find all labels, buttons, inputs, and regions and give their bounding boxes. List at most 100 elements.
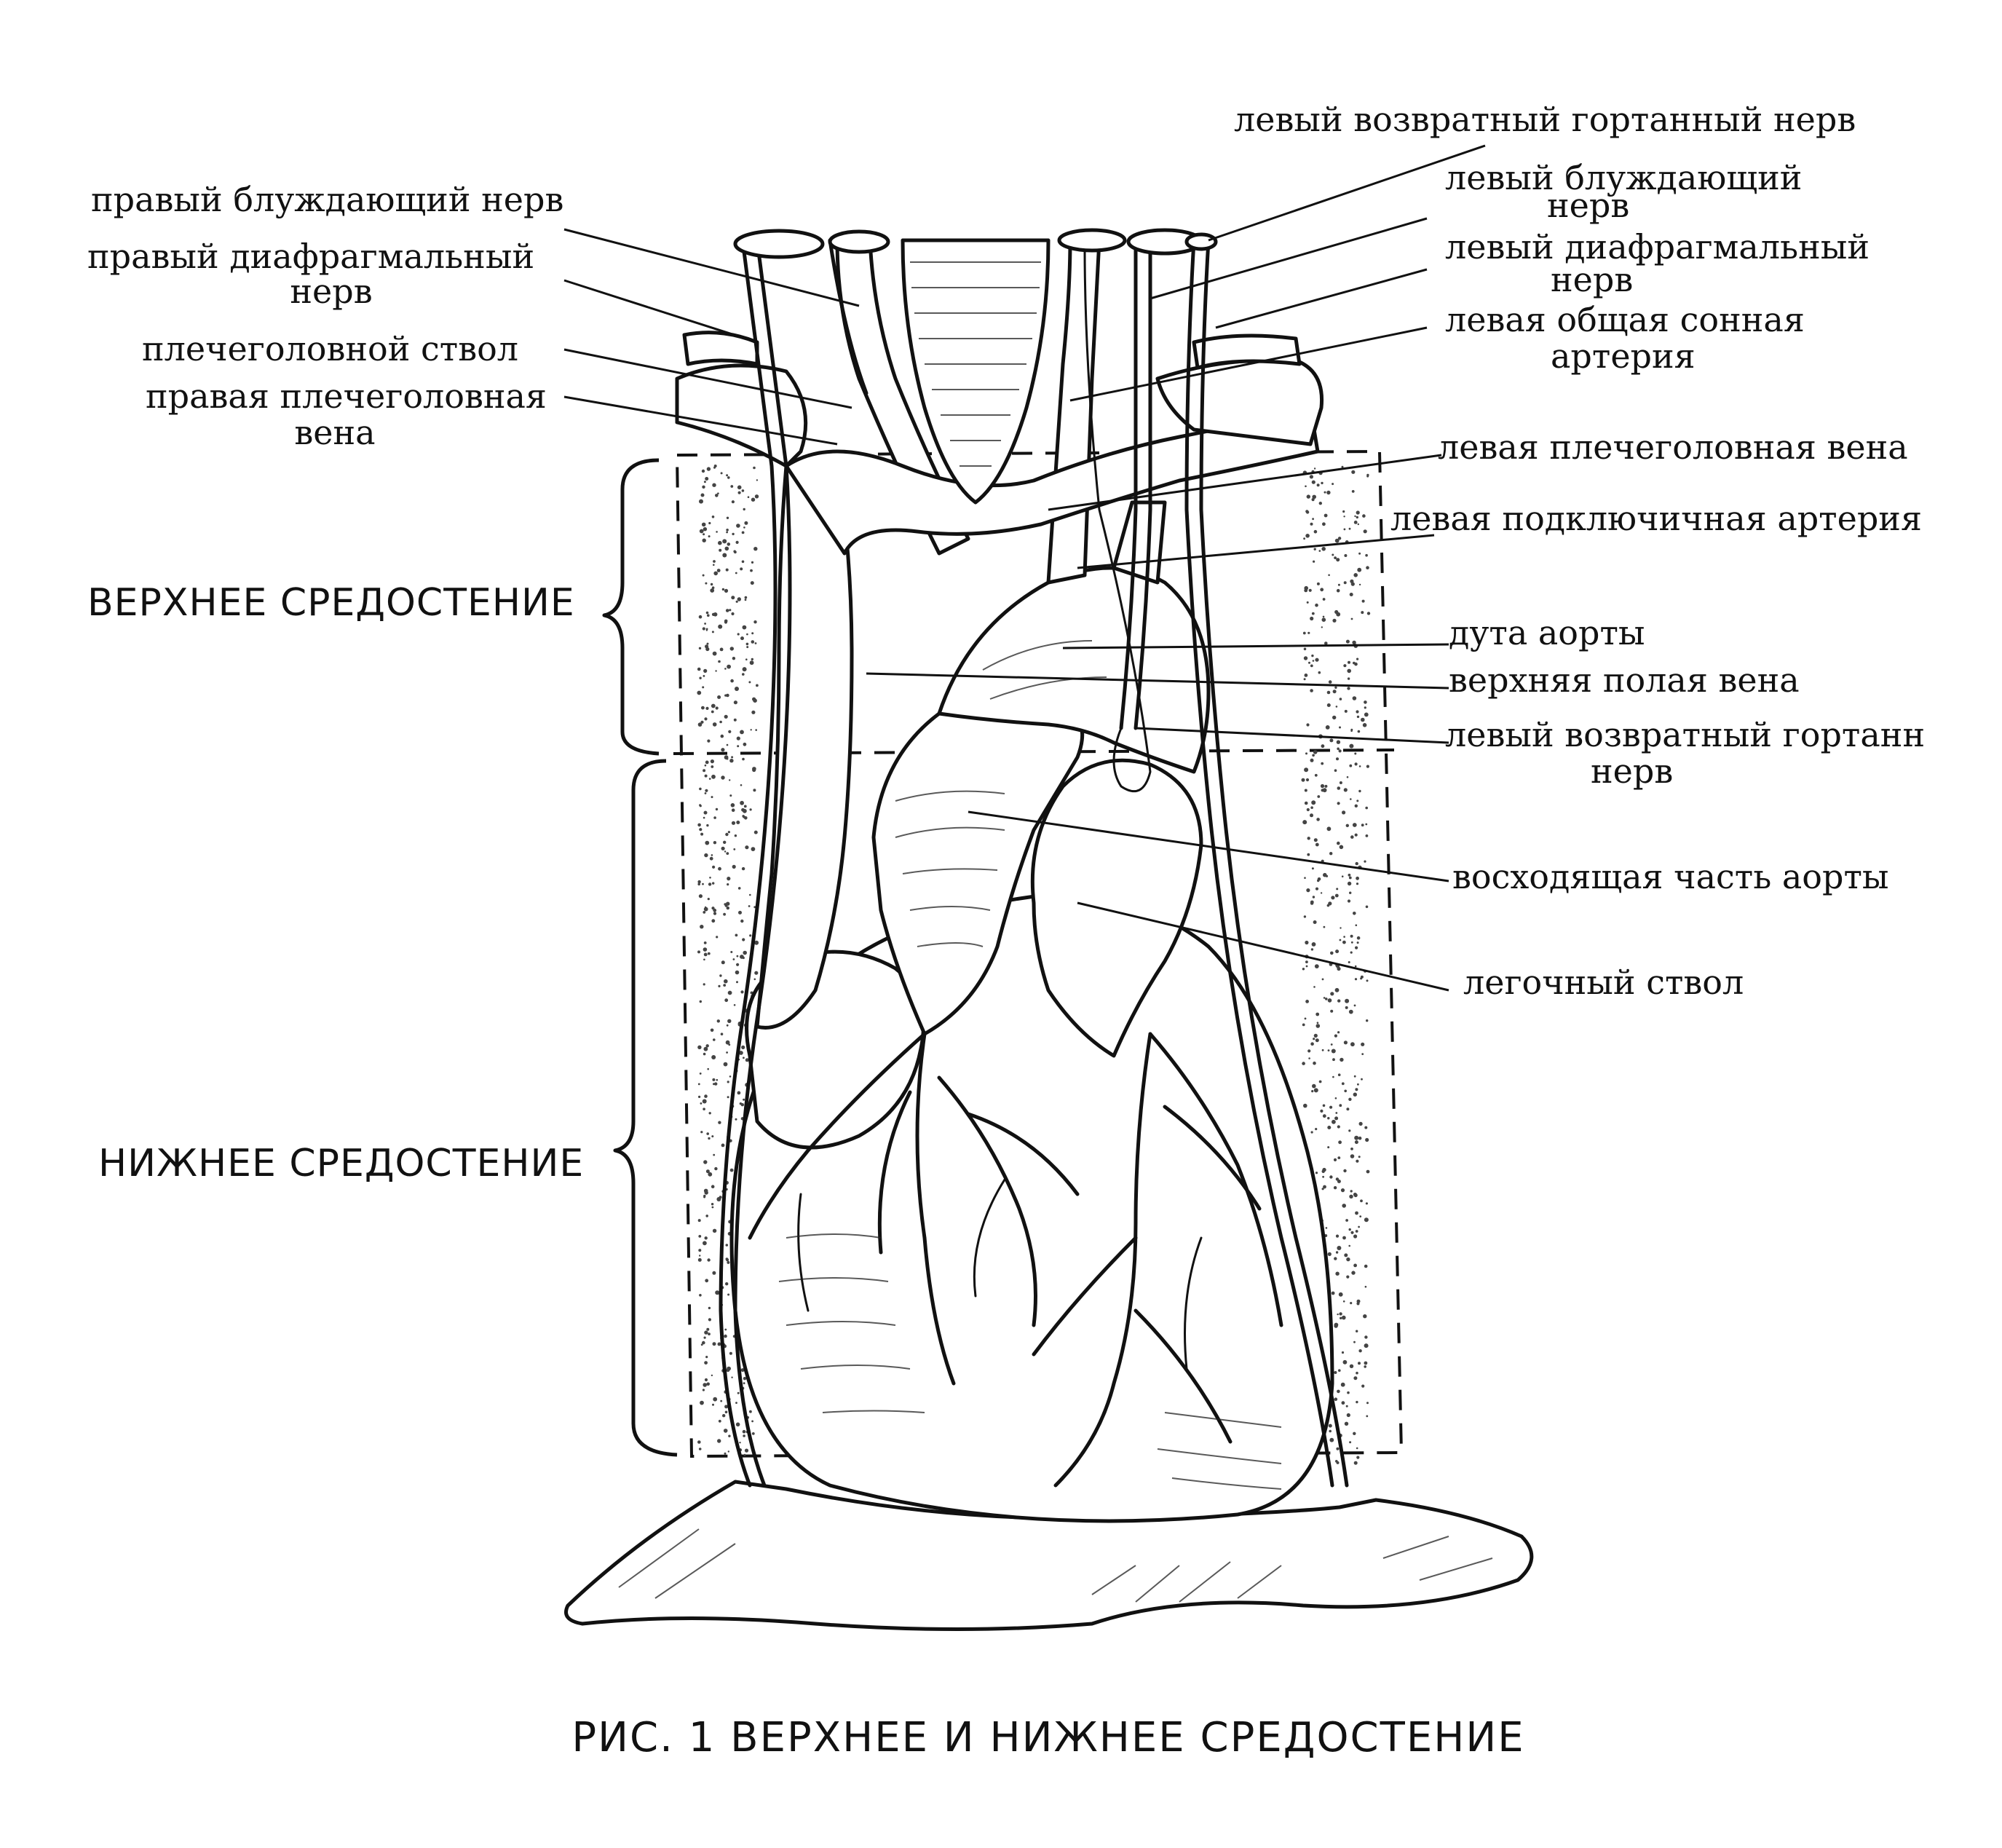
stipple-dot <box>1345 998 1350 1003</box>
stipple-dot <box>1322 615 1325 618</box>
stipple-dot <box>743 950 747 955</box>
stipple-dot <box>740 990 744 994</box>
stipple-dot <box>1364 1217 1369 1223</box>
stipple-dot <box>703 907 708 912</box>
stipple-dot <box>1332 690 1337 694</box>
stipple-dot <box>743 508 745 511</box>
stipple-dot <box>698 647 702 649</box>
stipple-dot <box>1327 1049 1330 1051</box>
stipple-dot <box>705 840 710 845</box>
stipple-dot <box>1303 537 1305 540</box>
stipple-dot <box>1327 998 1332 1003</box>
stipple-dot <box>742 938 745 941</box>
stipple-dot <box>725 1244 729 1247</box>
stipple-dot <box>1315 1012 1320 1016</box>
stipple-dot <box>1318 1080 1322 1083</box>
stipple-dot <box>713 1153 716 1156</box>
stipple-dot <box>1356 1299 1361 1303</box>
stipple-dot <box>749 893 751 896</box>
stipple-dot <box>711 774 716 779</box>
stipple-dot <box>1340 1316 1342 1320</box>
stipple-dot <box>1329 738 1334 743</box>
stipple-dot <box>715 1290 720 1295</box>
stipple-dot <box>702 538 706 542</box>
stipple-dot <box>725 832 729 837</box>
stipple-dot <box>730 679 734 683</box>
stipple-dot <box>1358 1225 1360 1228</box>
stipple-dot <box>1354 515 1356 518</box>
stipple-dot <box>1310 1042 1314 1046</box>
stipple-dot <box>711 1185 715 1188</box>
stipple-dot <box>1340 1382 1345 1387</box>
stipple-dot <box>715 706 719 710</box>
stipple-dot <box>707 1067 709 1070</box>
stipple-dot <box>1361 611 1364 615</box>
stipple-dot <box>1307 631 1310 634</box>
stipple-dot <box>1341 1082 1345 1086</box>
stipple-dot <box>1327 1252 1332 1256</box>
stipple-dot <box>1305 1000 1309 1003</box>
stipple-dot <box>709 877 711 879</box>
stipple-dot <box>1340 1188 1345 1193</box>
stipple-dot <box>726 474 729 477</box>
stipple-dot <box>1366 765 1369 768</box>
stipple-dot <box>1349 1364 1354 1369</box>
stipple-dot <box>743 1377 747 1381</box>
stipple-dot <box>1313 1038 1315 1041</box>
stipple-dot <box>1313 1033 1318 1038</box>
stipple-dot <box>697 880 701 884</box>
stipple-dot <box>1310 616 1314 621</box>
stipple-dot <box>1337 1180 1341 1183</box>
stipple-dot <box>1358 1121 1363 1126</box>
stipple-dot <box>729 779 731 781</box>
stipple-dot <box>1354 1135 1359 1140</box>
stipple-dot <box>1366 475 1369 478</box>
stipple-dot <box>1326 703 1331 707</box>
stipple-dot <box>1358 1136 1362 1140</box>
stipple-dot <box>700 493 705 497</box>
stipple-dot <box>712 1078 716 1081</box>
stipple-dot <box>1301 778 1305 782</box>
stipple-dot <box>1305 752 1307 755</box>
stipple-dot <box>697 667 701 671</box>
stipple-dot <box>1312 896 1315 899</box>
stipple-dot <box>753 789 756 792</box>
stipple-dot <box>705 628 708 631</box>
stipple-dot <box>736 963 740 966</box>
stipple-dot <box>720 1032 724 1035</box>
stipple-dot <box>1361 1078 1363 1081</box>
stipple-dot <box>1364 1285 1367 1288</box>
stipple-dot <box>1302 968 1305 971</box>
stipple-dot <box>751 658 754 661</box>
label-brachiocephalic-trunk: плечеголовной ствол <box>142 329 518 368</box>
stipple-dot <box>1337 802 1340 805</box>
stipple-dot <box>1341 465 1344 468</box>
stipple-dot <box>1306 723 1310 727</box>
stipple-dot <box>699 499 703 504</box>
stipple-dot <box>1342 1359 1348 1365</box>
stipple-dot <box>731 612 735 616</box>
stipple-dot <box>697 1045 702 1050</box>
stipple-dot <box>724 1334 727 1338</box>
stipple-dot <box>1317 877 1321 881</box>
stipple-dot <box>1336 888 1339 891</box>
stipple-dot <box>1334 1397 1338 1401</box>
stipple-dot <box>719 1196 722 1199</box>
stipple-dot <box>1364 1335 1368 1339</box>
stipple-dot <box>1353 912 1356 915</box>
stipple-dot <box>733 550 736 553</box>
stipple-dot <box>1364 1343 1369 1349</box>
stipple-dot <box>1354 965 1357 968</box>
stipple-dot <box>1313 548 1316 550</box>
stipple-dot <box>1330 951 1334 955</box>
vessel-tops <box>733 228 1218 259</box>
stipple-dot <box>702 882 704 885</box>
stipple-dot <box>1329 1429 1332 1433</box>
stipple-dot <box>700 1400 704 1405</box>
stipple-dot <box>731 500 735 504</box>
stipple-dot <box>1322 1104 1326 1107</box>
stipple-dot <box>1321 762 1324 765</box>
stipple-dot <box>1353 1461 1358 1465</box>
stipple-dot <box>718 984 721 987</box>
stipple-dot <box>752 697 756 701</box>
